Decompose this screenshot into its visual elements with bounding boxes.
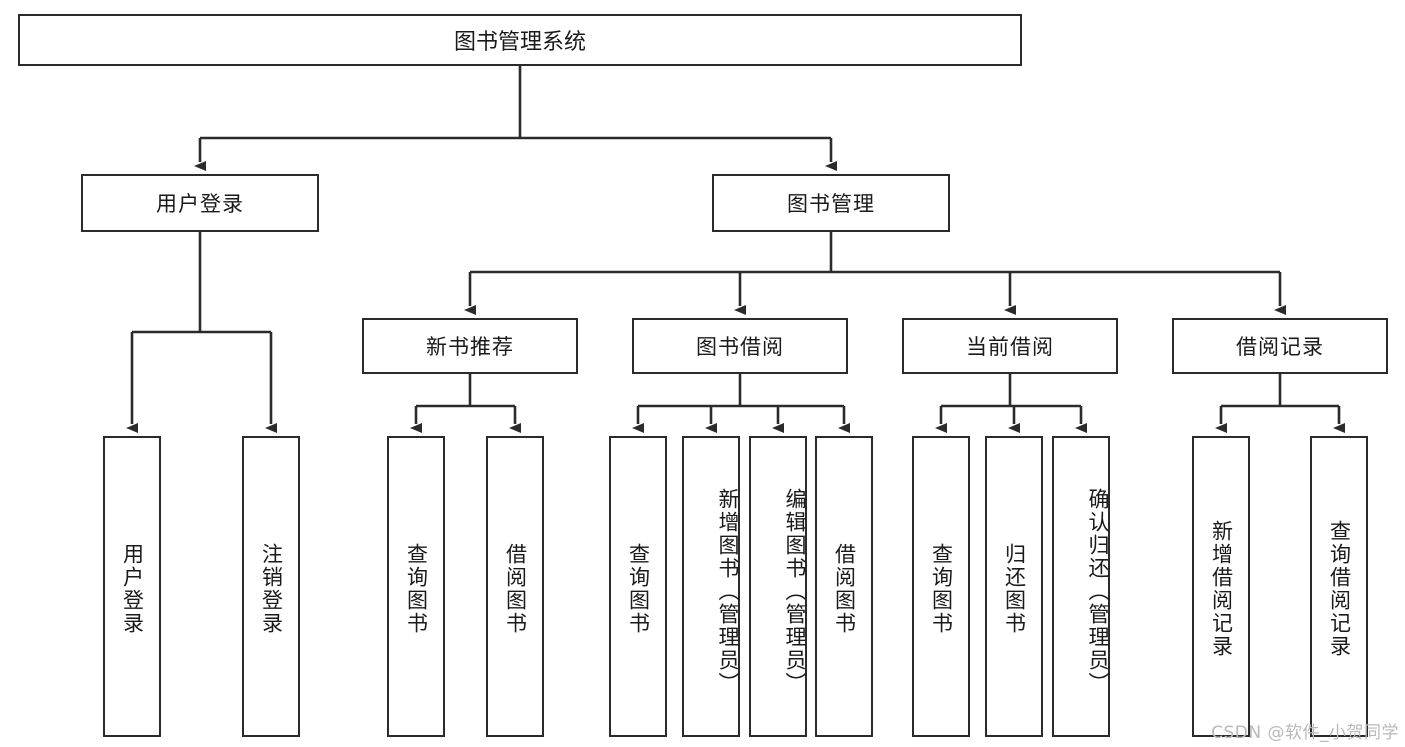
node-root-label: 图书管理系统 xyxy=(453,30,586,55)
node-leaf-0[interactable]: 用户登录 xyxy=(103,436,161,737)
node-leaf-10-label: 确认归还（管理员） xyxy=(1086,488,1110,695)
node-leaf-12-label: 查询借阅记录 xyxy=(1327,519,1352,658)
node-leaf-8[interactable]: 查询图书 xyxy=(912,436,970,737)
node-level2-0-label: 用户登录 xyxy=(156,192,244,216)
node-level2-1[interactable]: 图书管理 xyxy=(712,174,950,232)
node-leaf-0-label: 用户登录 xyxy=(120,542,145,635)
node-leaf-1[interactable]: 注销登录 xyxy=(242,436,300,737)
node-leaf-11[interactable]: 新增借阅记录 xyxy=(1192,436,1250,737)
node-leaf-2[interactable]: 查询图书 xyxy=(387,436,445,737)
node-leaf-10[interactable]: 确认归还（管理员） xyxy=(1052,436,1110,737)
node-level3-1-label: 图书借阅 xyxy=(696,335,784,359)
node-level3-1[interactable]: 图书借阅 xyxy=(632,318,848,374)
node-leaf-2-label: 查询图书 xyxy=(404,542,429,635)
node-level3-2[interactable]: 当前借阅 xyxy=(902,318,1118,374)
node-leaf-12[interactable]: 查询借阅记录 xyxy=(1310,436,1368,737)
node-leaf-9-label: 归还图书 xyxy=(1002,542,1027,635)
node-leaf-5[interactable]: 新增图书（管理员） xyxy=(682,436,740,737)
node-leaf-4-label: 查询图书 xyxy=(626,542,651,635)
node-leaf-8-label: 查询图书 xyxy=(929,542,954,635)
node-level3-3[interactable]: 借阅记录 xyxy=(1172,318,1388,374)
node-leaf-6-label: 编辑图书（管理员） xyxy=(783,488,807,695)
watermark: CSDN @软件_小贺同学 xyxy=(1211,723,1399,743)
node-leaf-9[interactable]: 归还图书 xyxy=(985,436,1043,737)
node-leaf-3-label: 借阅图书 xyxy=(503,542,528,635)
node-level3-0-label: 新书推荐 xyxy=(426,335,514,359)
node-level3-0[interactable]: 新书推荐 xyxy=(362,318,578,374)
node-leaf-1-label: 注销登录 xyxy=(259,542,284,635)
node-level2-1-label: 图书管理 xyxy=(787,192,875,216)
node-level3-3-label: 借阅记录 xyxy=(1236,335,1324,359)
node-leaf-3[interactable]: 借阅图书 xyxy=(486,436,544,737)
node-leaf-11-label: 新增借阅记录 xyxy=(1209,519,1234,658)
node-leaf-7[interactable]: 借阅图书 xyxy=(815,436,873,737)
node-leaf-5-label: 新增图书（管理员） xyxy=(716,488,740,695)
node-leaf-6[interactable]: 编辑图书（管理员） xyxy=(749,436,807,737)
node-level3-2-label: 当前借阅 xyxy=(966,335,1054,359)
node-level2-0[interactable]: 用户登录 xyxy=(81,174,319,232)
node-leaf-7-label: 借阅图书 xyxy=(832,542,857,635)
node-leaf-4[interactable]: 查询图书 xyxy=(609,436,667,737)
node-root[interactable]: 图书管理系统 xyxy=(18,14,1022,66)
